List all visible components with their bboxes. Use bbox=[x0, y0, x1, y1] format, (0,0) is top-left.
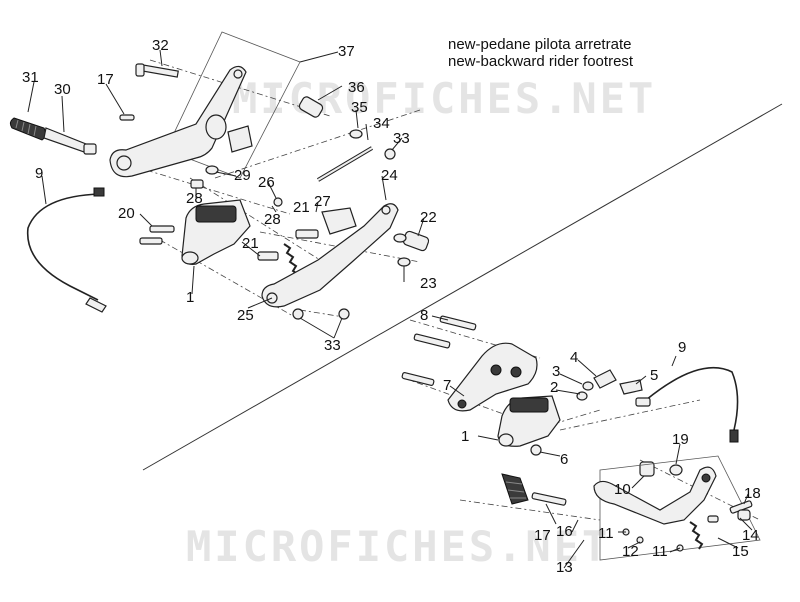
nut-6 bbox=[530, 444, 542, 456]
spacer-22 bbox=[402, 230, 430, 252]
callout-b-15: 15 bbox=[732, 543, 749, 560]
bolt-32 bbox=[135, 63, 179, 78]
callout-30: 30 bbox=[54, 81, 71, 98]
ring-12 bbox=[636, 536, 644, 544]
callout-26: 26 bbox=[258, 174, 275, 191]
callout-9: 9 bbox=[35, 165, 43, 182]
callout-b-2: 2 bbox=[550, 379, 558, 396]
bushing-10 bbox=[639, 461, 655, 477]
section-divider-line bbox=[142, 103, 783, 471]
fitting-4 bbox=[593, 369, 617, 389]
callout-37: 37 bbox=[338, 43, 355, 60]
caption-line-1: new-pedane pilota arretrate bbox=[448, 36, 632, 53]
callout-27: 27 bbox=[314, 193, 331, 210]
callout-17: 17 bbox=[97, 71, 114, 88]
master-cylinder-1-lower bbox=[497, 395, 561, 447]
bolt-20 bbox=[149, 225, 175, 233]
callout-b-10: 10 bbox=[614, 481, 631, 498]
footrest-bracket-37 bbox=[109, 65, 247, 178]
callout-labels-bottom: 8 9 4 3 5 2 7 1 6 19 10 18 17 16 11 14 1… bbox=[420, 307, 761, 576]
clip-27 bbox=[321, 207, 357, 235]
callout-36: 36 bbox=[348, 79, 365, 96]
callout-23: 23 bbox=[420, 275, 437, 292]
callout-25: 25 bbox=[237, 307, 254, 324]
bolt-20b bbox=[139, 237, 163, 245]
master-cylinder-1-upper bbox=[181, 199, 251, 265]
callout-29: 29 bbox=[234, 167, 251, 184]
spring-25 bbox=[283, 243, 300, 276]
callout-22: 22 bbox=[420, 209, 437, 226]
callout-b-19: 19 bbox=[672, 431, 689, 448]
brake-pedal-lever bbox=[593, 466, 717, 525]
washer-2 bbox=[576, 391, 588, 401]
callout-b-14: 14 bbox=[742, 527, 759, 544]
callout-b-18: 18 bbox=[744, 485, 761, 502]
screw-17 bbox=[119, 114, 135, 121]
rod-34 bbox=[316, 146, 374, 182]
callout-34: 34 bbox=[373, 115, 390, 132]
footpeg-30 bbox=[43, 127, 97, 155]
washer-35 bbox=[349, 129, 363, 139]
callout-33b: 33 bbox=[324, 337, 341, 354]
spacer-36 bbox=[298, 96, 324, 118]
washers-23 bbox=[393, 233, 411, 267]
nut-33-upper bbox=[384, 148, 396, 160]
callout-35: 35 bbox=[351, 99, 368, 116]
callout-b-12: 12 bbox=[622, 543, 639, 560]
bolts-8 bbox=[413, 315, 477, 349]
cable-9-upper bbox=[26, 187, 107, 313]
brake-lever-24 bbox=[261, 203, 399, 308]
callout-32: 32 bbox=[152, 37, 169, 54]
bushings-29 bbox=[205, 114, 253, 175]
part-14 bbox=[707, 515, 719, 523]
callout-28b: 28 bbox=[264, 211, 281, 228]
callout-b-17: 17 bbox=[534, 527, 551, 544]
pin-16 bbox=[531, 492, 567, 506]
callout-b-11a: 11 bbox=[598, 525, 614, 542]
callout-21: 21 bbox=[293, 199, 310, 216]
bracket-frame bbox=[165, 31, 301, 179]
spring-15 bbox=[689, 521, 704, 550]
cable-9-lower bbox=[635, 366, 739, 443]
callout-b-1: 1 bbox=[461, 428, 469, 445]
callout-b-8: 8 bbox=[420, 307, 428, 324]
callout-b-3: 3 bbox=[552, 363, 560, 380]
nut-33-lower-b bbox=[338, 308, 350, 320]
pin-21b bbox=[257, 251, 279, 261]
callout-b-6: 6 bbox=[560, 451, 568, 468]
nut-33-lower-a bbox=[292, 308, 304, 320]
washer-19 bbox=[669, 464, 683, 476]
washer-3 bbox=[582, 381, 594, 391]
callout-b-16: 16 bbox=[556, 523, 573, 540]
callout-labels-top: 32 37 31 30 17 36 35 34 33 9 29 28 26 24… bbox=[22, 37, 437, 354]
caption-line-2: new-backward rider footrest bbox=[448, 53, 634, 70]
callout-28: 28 bbox=[186, 190, 203, 207]
callout-b-9: 9 bbox=[678, 339, 686, 356]
callout-b-5: 5 bbox=[650, 367, 658, 384]
callout-21b: 21 bbox=[242, 235, 259, 252]
footpeg-rubber-31 bbox=[9, 117, 47, 141]
callout-b-7: 7 bbox=[443, 377, 451, 394]
callout-24: 24 bbox=[381, 167, 398, 184]
lever-frame bbox=[599, 455, 761, 561]
nut-28-upper bbox=[190, 179, 204, 189]
callout-1: 1 bbox=[186, 289, 194, 306]
pin-21 bbox=[295, 229, 319, 239]
bolt-18 bbox=[729, 500, 753, 521]
callout-b-13: 13 bbox=[556, 559, 573, 576]
callout-b-11b: 11 bbox=[652, 543, 668, 560]
callout-33: 33 bbox=[393, 130, 410, 147]
bolt-7 bbox=[401, 372, 435, 386]
callout-31: 31 bbox=[22, 69, 39, 86]
washer-26 bbox=[273, 197, 283, 207]
footrest-bracket-lower bbox=[447, 342, 538, 412]
callout-20: 20 bbox=[118, 205, 135, 222]
callout-b-4: 4 bbox=[570, 349, 578, 366]
pedal-rubber-17 bbox=[501, 473, 529, 505]
